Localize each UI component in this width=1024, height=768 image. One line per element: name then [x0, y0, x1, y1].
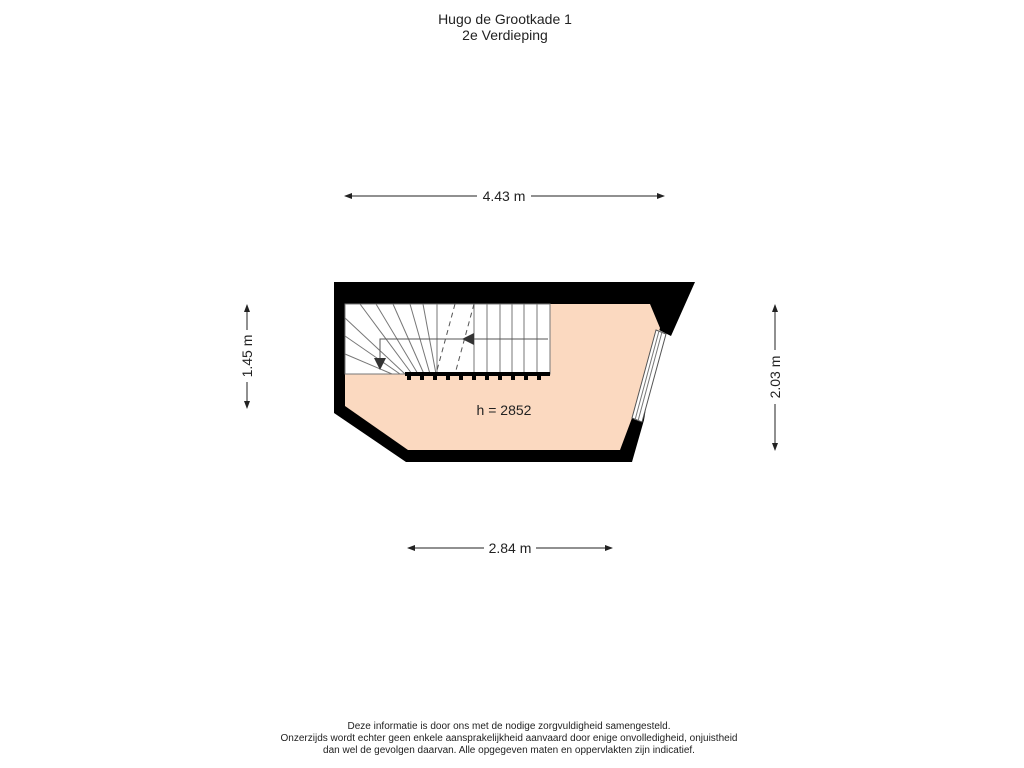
dimension-top-label: 4.43 m: [483, 188, 526, 204]
dimension-left: 1.45 m: [239, 304, 255, 409]
window: [631, 329, 667, 423]
dimension-right: 2.03 m: [767, 304, 783, 451]
disclaimer-line-3: dan wel de gevolgen daarvan. Alle opgege…: [323, 745, 695, 756]
dimension-right-label: 2.03 m: [767, 356, 783, 399]
dimension-top: 4.43 m: [344, 188, 665, 204]
room-height-label: h = 2852: [477, 402, 532, 418]
disclaimer-line-1: Deze informatie is door ons met de nodig…: [347, 721, 671, 732]
dimension-bottom: 2.84 m: [407, 540, 613, 556]
staircase: [344, 303, 551, 380]
dimension-bottom-label: 2.84 m: [489, 540, 532, 556]
disclaimer-line-2: Onzerzijds wordt echter geen enkele aans…: [280, 733, 738, 744]
floor-title: 2e Verdieping: [462, 27, 548, 43]
address-title: Hugo de Grootkade 1: [438, 11, 572, 27]
dimension-left-label: 1.45 m: [239, 335, 255, 378]
